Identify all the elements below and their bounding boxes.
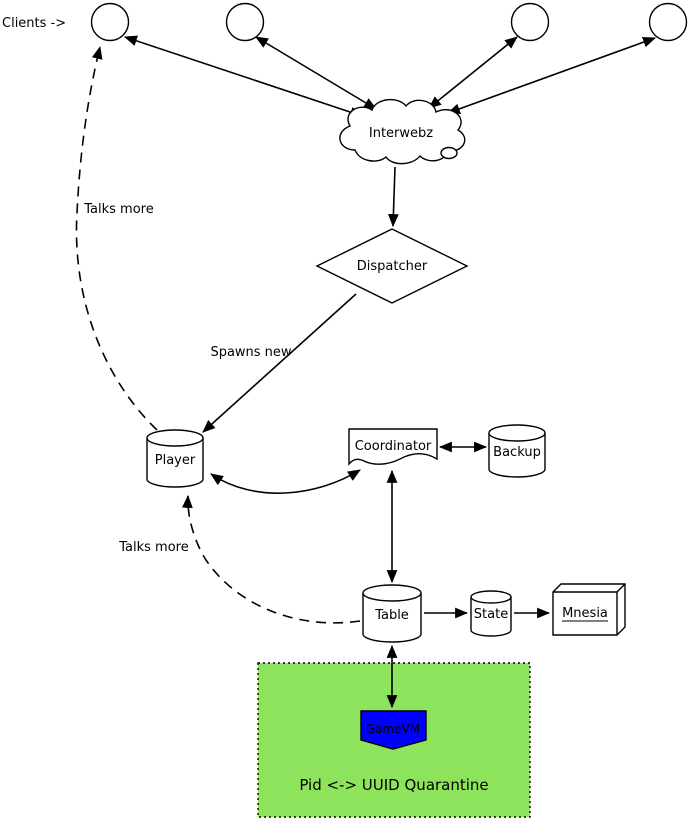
edge-player-client1-dashed [75, 45, 158, 431]
player-cylinder [146, 429, 204, 488]
edge-table-player-dashed [181, 494, 361, 624]
edge-player-coordinator [210, 469, 361, 494]
edge-client2-interwebz [255, 36, 377, 110]
coordinator-label: Coordinator [355, 439, 432, 454]
mnesia-box3d [552, 583, 626, 636]
edge-client4-interwebz [446, 36, 657, 115]
internet-cloud [339, 99, 466, 165]
client-circle-2 [225, 2, 265, 42]
client-circle-4 [648, 2, 688, 42]
dispatcher-label: Dispatcher [357, 259, 428, 274]
edge-dispatcher-player [202, 293, 357, 433]
interwebz-label: Interwebz [369, 126, 433, 141]
coordinator-document [348, 428, 438, 466]
mnesia-label: Mnesia [562, 606, 608, 621]
state-label: State [474, 607, 508, 622]
spawns-new-label: Spawns new [210, 345, 291, 360]
edge-client3-interwebz [428, 36, 518, 109]
talks-more-upper-label: Talks more [83, 202, 153, 217]
client-circle-1 [90, 2, 130, 42]
cloud-puff [440, 146, 458, 160]
dispatcher-diamond [315, 228, 469, 304]
backup-label: Backup [493, 445, 541, 460]
player-label: Player [155, 453, 196, 468]
backup-cylinder [488, 424, 546, 478]
clients-label: Clients -> [2, 16, 66, 31]
table-label: Table [374, 608, 409, 623]
quarantine-label: Pid <-> UUID Quarantine [299, 776, 488, 794]
table-cylinder [362, 584, 422, 643]
edge-client1-interwebz [123, 35, 364, 118]
talks-more-lower-label: Talks more [118, 540, 188, 555]
gamevm-label: GameVM [366, 722, 420, 736]
gamevm-shape [360, 710, 427, 750]
edge-interwebz-dispatcher [387, 166, 399, 228]
client-circle-3 [510, 2, 550, 42]
state-cylinder [470, 590, 512, 637]
